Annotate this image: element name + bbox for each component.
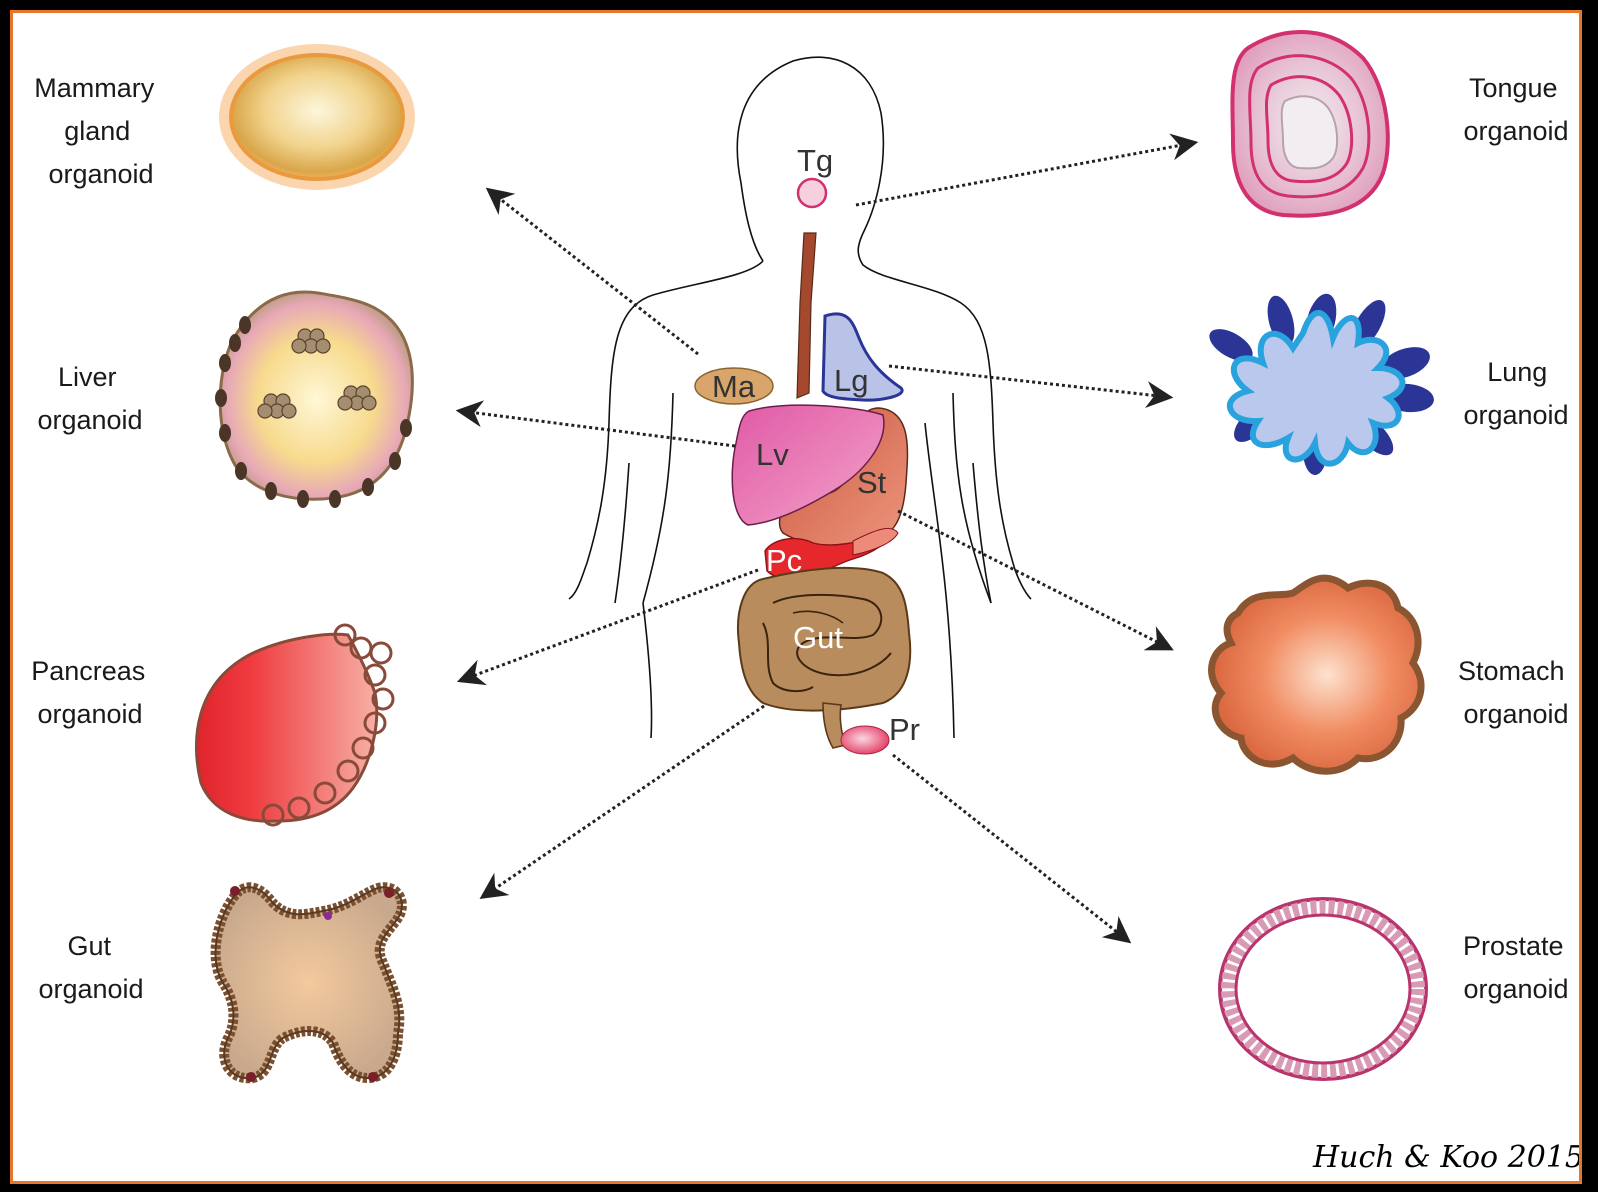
organ-label-tg: Tg	[797, 143, 833, 178]
organ-label-st: St	[857, 465, 887, 500]
liver-organoid-illustration	[215, 292, 412, 508]
esophagus-shape	[797, 233, 816, 398]
organ-label-lv: Lv	[756, 437, 789, 472]
arrow-mammary	[490, 191, 698, 354]
tongue-organ	[798, 179, 826, 207]
mammary-organoid-illustration	[224, 49, 410, 185]
organ-label-ma: Ma	[712, 369, 756, 404]
prostate-organ	[841, 726, 889, 754]
label-stomach: Stomach organoid	[1458, 656, 1572, 729]
arrow-liver	[461, 411, 735, 446]
pancreas-organoid-illustration	[196, 625, 393, 825]
lung-organoid-illustration	[1204, 290, 1435, 475]
organ-label-pr: Pr	[889, 712, 920, 747]
gut-organ	[738, 568, 910, 748]
gut-organoid-illustration	[216, 886, 402, 1082]
label-tongue: Tongue organoid	[1463, 73, 1568, 146]
arrow-gut	[484, 706, 764, 896]
organ-label-gut: Gut	[793, 620, 843, 655]
tongue-organoid-illustration	[1232, 32, 1387, 216]
credit-text: Huch & Koo 2015	[1312, 1140, 1582, 1175]
label-mammary: Mammary gland organoid	[34, 73, 162, 189]
organoid-diagram: Tg Ma Lg Lv St Pc Gut Pr	[13, 13, 1582, 1184]
organoid-labels-left: Mammary gland organoid Liver organoid Pa…	[31, 73, 162, 1004]
label-liver: Liver organoid	[37, 362, 142, 435]
arrow-pancreas	[462, 570, 758, 680]
label-lung: Lung organoid	[1463, 357, 1568, 430]
organ-label-pc: Pc	[766, 543, 802, 578]
stomach-organoid-illustration	[1212, 578, 1422, 771]
label-pancreas: Pancreas organoid	[31, 656, 153, 729]
organoid-labels-right: Tongue organoid Lung organoid Stomach or…	[1458, 73, 1572, 1004]
arrow-prostate	[893, 755, 1127, 940]
arrow-lung	[889, 366, 1168, 397]
arrow-tongue	[856, 143, 1193, 205]
label-gut: Gut organoid	[38, 931, 143, 1004]
label-prostate: Prostate organoid	[1463, 931, 1571, 1004]
organ-label-lg: Lg	[834, 363, 868, 398]
prostate-organoid-illustration	[1220, 899, 1426, 1079]
figure-panel: Tg Ma Lg Lv St Pc Gut Pr	[10, 10, 1582, 1184]
